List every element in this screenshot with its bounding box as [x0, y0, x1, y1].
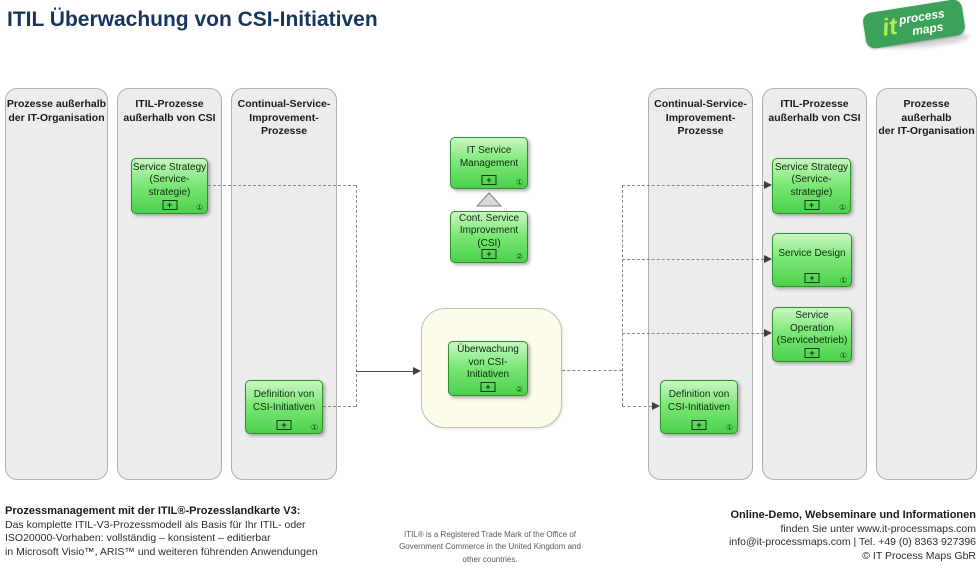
- footer-trademark-note: ITIL® is a Registered Trade Mark of the …: [399, 530, 581, 564]
- process-box-service-strategy-left[interactable]: Service Strategy (Service- strategie) + …: [131, 158, 208, 214]
- level-badge: ①: [725, 423, 733, 432]
- expand-plus-icon[interactable]: +: [162, 200, 177, 210]
- lane-label: Prozesse außerhalb der IT-Organisation: [6, 98, 107, 124]
- footer-left-title: Prozessmanagement mit der ITIL®-Prozessl…: [5, 505, 301, 517]
- expand-plus-icon[interactable]: +: [804, 200, 819, 210]
- expand-plus-icon[interactable]: +: [276, 420, 292, 430]
- footer-left-block: Prozessmanagement mit der ITIL®-Prozessl…: [5, 504, 377, 560]
- lane-label: Prozesse außerhalb der IT-Organisation: [878, 98, 975, 138]
- footer-left-text: Das komplette ITIL-V3-Prozessmodell als …: [5, 518, 318, 559]
- lane-label: Continual-Service- Improvement- Prozesse: [654, 98, 747, 138]
- process-box-service-design[interactable]: Service Design + ①: [772, 233, 852, 287]
- footer-right-text: finden Sie unter www.it-processmaps.com …: [729, 522, 976, 563]
- footer-right-block: Online-Demo, Webseminare und Information…: [676, 508, 976, 564]
- connector-out-of-highlight: [562, 370, 622, 371]
- expand-plus-icon[interactable]: +: [804, 348, 820, 358]
- expand-plus-icon[interactable]: +: [691, 420, 707, 430]
- lane-processes-outside-it-left: Prozesse außerhalb der IT-Organisation: [5, 88, 108, 480]
- process-box-service-operation[interactable]: Service Operation (Servicebetrieb) + ①: [772, 307, 852, 362]
- level-badge: ②: [515, 252, 523, 261]
- connector-to-service-operation: [622, 333, 764, 334]
- process-box-service-strategy-right[interactable]: Service Strategy (Service- strategie) + …: [772, 158, 851, 214]
- process-box-definition-csi-left[interactable]: Definition von CSI-Initiativen + ①: [245, 380, 323, 434]
- expand-plus-icon[interactable]: +: [481, 249, 497, 259]
- level-badge: ①: [839, 351, 847, 360]
- process-box-it-service-management[interactable]: IT Service Management + ①: [450, 137, 528, 189]
- connector-right-trunk: [622, 185, 623, 406]
- lane-processes-outside-it-right: Prozesse außerhalb der IT-Organisation: [876, 88, 977, 480]
- arrowhead-service-design: [764, 255, 772, 263]
- logo-it-text: it: [880, 12, 900, 42]
- connector-to-service-strategy-right: [622, 185, 764, 186]
- connector-to-service-design: [622, 259, 764, 260]
- level-badge: ①: [515, 178, 523, 187]
- arrowhead-service-operation: [764, 329, 772, 337]
- expand-plus-icon[interactable]: +: [481, 175, 497, 185]
- lane-label: Continual-Service- Improvement- Prozesse: [237, 98, 331, 138]
- footer-right-title: Online-Demo, Webseminare und Information…: [730, 509, 977, 521]
- level-badge: ①: [838, 203, 846, 212]
- lane-itil-processes-outside-csi-left: ITIL-Prozesse außerhalb von CSI: [117, 88, 222, 480]
- process-box-ueberwachung-csi-initiativen[interactable]: Überwachung von CSI- Initiativen + ②: [448, 341, 528, 396]
- level-badge: ①: [195, 203, 203, 212]
- arrowhead-definition-right: [652, 402, 660, 410]
- arrowhead-into-highlight: [413, 367, 421, 375]
- expand-plus-icon[interactable]: +: [480, 382, 496, 392]
- connector-into-highlight: [356, 371, 413, 372]
- process-box-cont-service-improvement[interactable]: Cont. Service Improvement (CSI) + ②: [450, 211, 528, 263]
- expand-plus-icon[interactable]: +: [804, 273, 820, 283]
- level-badge: ②: [515, 385, 523, 394]
- lane-label: ITIL-Prozesse außerhalb von CSI: [768, 98, 861, 124]
- process-box-definition-csi-right[interactable]: Definition von CSI-Initiativen + ①: [660, 380, 738, 434]
- connector-to-definition-right: [622, 406, 652, 407]
- it-process-maps-logo[interactable]: it process maps: [856, 0, 978, 54]
- connector-service-strategy-left: [208, 185, 356, 186]
- level-badge: ①: [310, 423, 318, 432]
- page-title: ITIL Überwachung von CSI-Initiativen: [7, 8, 378, 31]
- logo-wordmark: process maps: [897, 5, 946, 38]
- connector-left-trunk: [356, 185, 357, 407]
- arrowhead-service-strategy-right: [764, 181, 772, 189]
- connector-definition-left: [323, 406, 356, 407]
- lane-label: ITIL-Prozesse außerhalb von CSI: [123, 98, 216, 124]
- hierarchy-triangle-icon: [476, 192, 502, 207]
- level-badge: ①: [839, 276, 847, 285]
